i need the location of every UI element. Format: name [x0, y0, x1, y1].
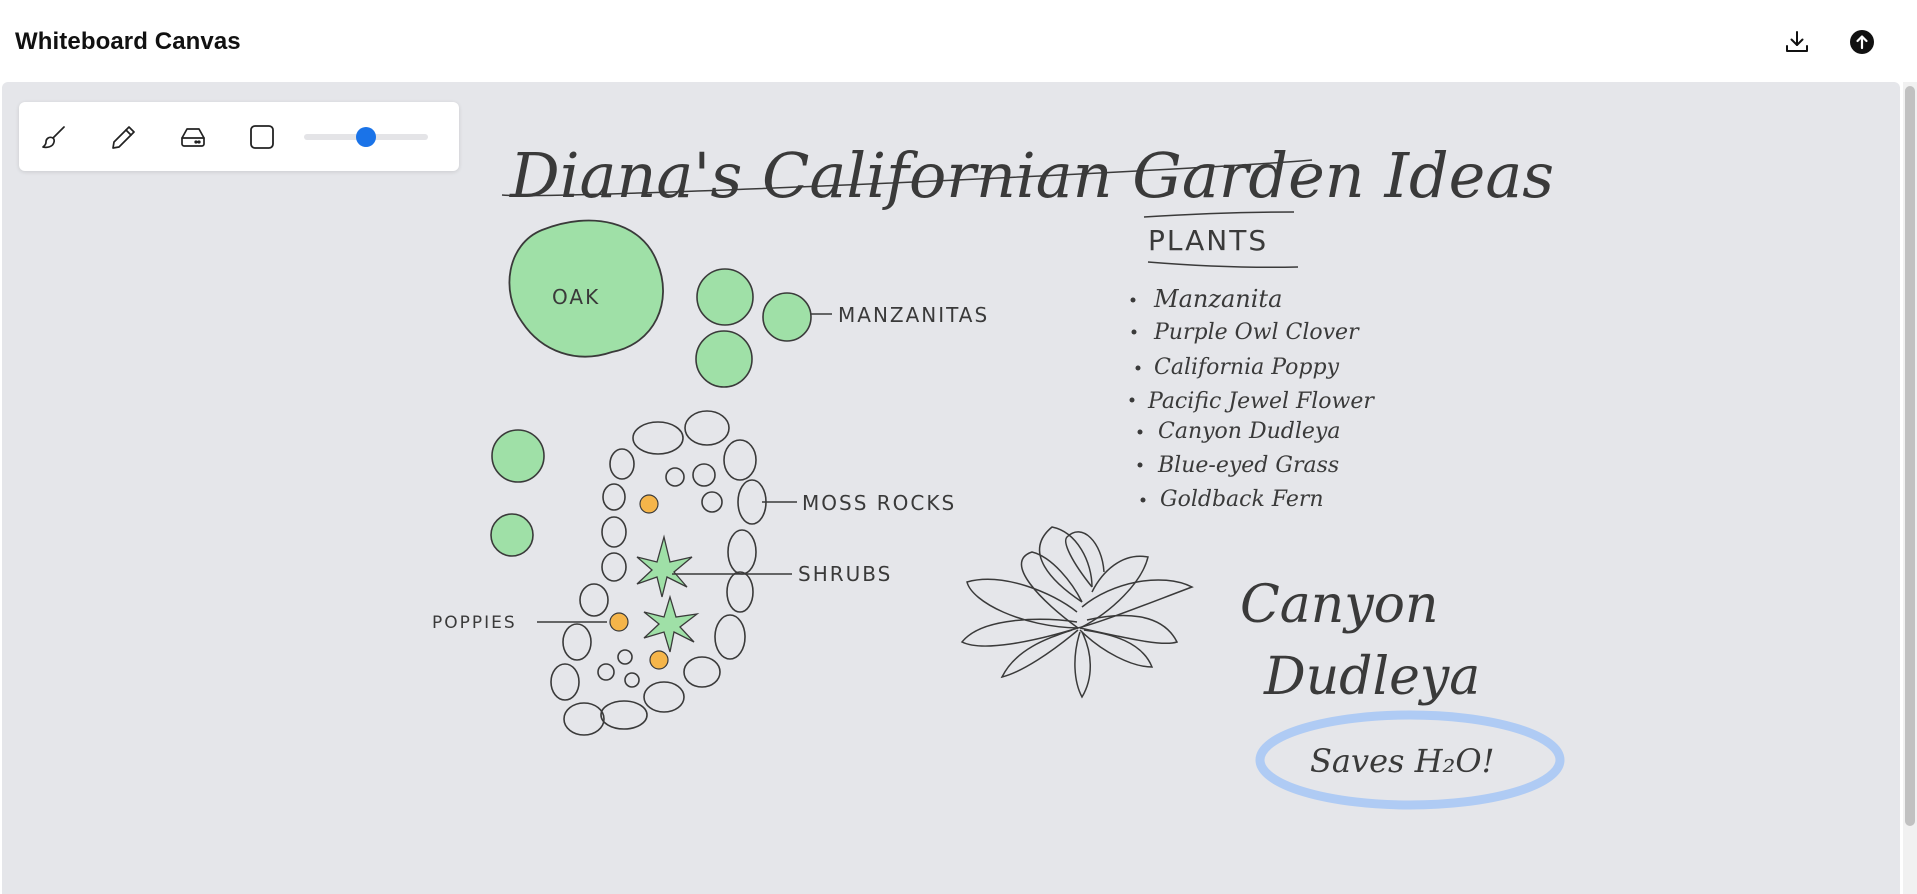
eraser-icon[interactable] — [174, 118, 212, 156]
feature-title-line2: Dudleya — [1263, 647, 1480, 707]
plant-item: Blue-eyed Grass — [1157, 453, 1339, 478]
label-manzanitas: MANZANITAS — [838, 303, 989, 327]
brush-icon[interactable] — [35, 118, 73, 156]
garden-sketch: Diana's Californian Garden Ideas OAK MAN… — [432, 139, 1565, 810]
plants-list: PLANTS Manzanita Purple Owl Clover Calif… — [1129, 211, 1375, 512]
plants-heading: PLANTS — [1148, 224, 1268, 257]
shrubs — [636, 534, 700, 653]
download-icon[interactable] — [1780, 25, 1814, 59]
pencil-icon[interactable] — [105, 118, 143, 156]
label-moss-rocks: MOSS ROCKS — [802, 491, 956, 515]
sketch-title: Diana's Californian Garden Ideas — [509, 139, 1554, 212]
bush — [491, 429, 545, 483]
vertical-scrollbar[interactable] — [1903, 82, 1917, 894]
scrollbar-thumb[interactable] — [1905, 86, 1915, 826]
feature-title-line1: Canyon — [1240, 575, 1438, 635]
moss-rock-bed — [550, 410, 767, 736]
bush — [490, 513, 534, 557]
oak-tree: OAK — [508, 219, 664, 358]
whiteboard-canvas[interactable]: Diana's Californian Garden Ideas OAK MAN… — [2, 82, 1900, 894]
upload-icon[interactable] — [1845, 25, 1879, 59]
plant-item: Goldback Fern — [1160, 487, 1324, 512]
plant-item: Purple Owl Clover — [1153, 320, 1360, 345]
plant-item: Manzanita — [1153, 285, 1282, 313]
plant-item: Pacific Jewel Flower — [1147, 389, 1375, 414]
app-title: Whiteboard Canvas — [15, 28, 241, 55]
label-shrubs: SHRUBS — [798, 562, 892, 586]
poppies — [609, 494, 669, 670]
note-text: Saves H₂O! — [1310, 742, 1494, 780]
label-oak: OAK — [552, 285, 600, 309]
label-poppies: POPPIES — [432, 613, 517, 633]
plant-item: California Poppy — [1154, 355, 1340, 380]
manzanita-bushes: MANZANITAS — [695, 268, 989, 388]
dudleya-rosette — [960, 526, 1194, 699]
drawing-toolbar — [19, 102, 459, 171]
header-bar: Whiteboard Canvas — [0, 0, 1900, 82]
brush-size-slider[interactable] — [304, 127, 428, 147]
shape-square-icon[interactable] — [243, 118, 281, 156]
slider-thumb[interactable] — [356, 127, 376, 147]
plant-item: Canyon Dudleya — [1158, 419, 1340, 444]
highlight-ellipse — [1255, 710, 1565, 810]
